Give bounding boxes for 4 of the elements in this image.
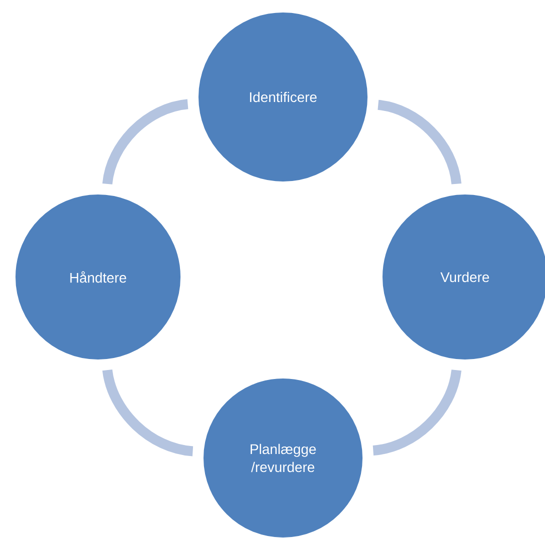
connector-arc bbox=[102, 99, 189, 185]
connector-arc bbox=[102, 369, 194, 456]
connector-arc bbox=[377, 100, 462, 185]
connector-arc bbox=[372, 369, 462, 456]
